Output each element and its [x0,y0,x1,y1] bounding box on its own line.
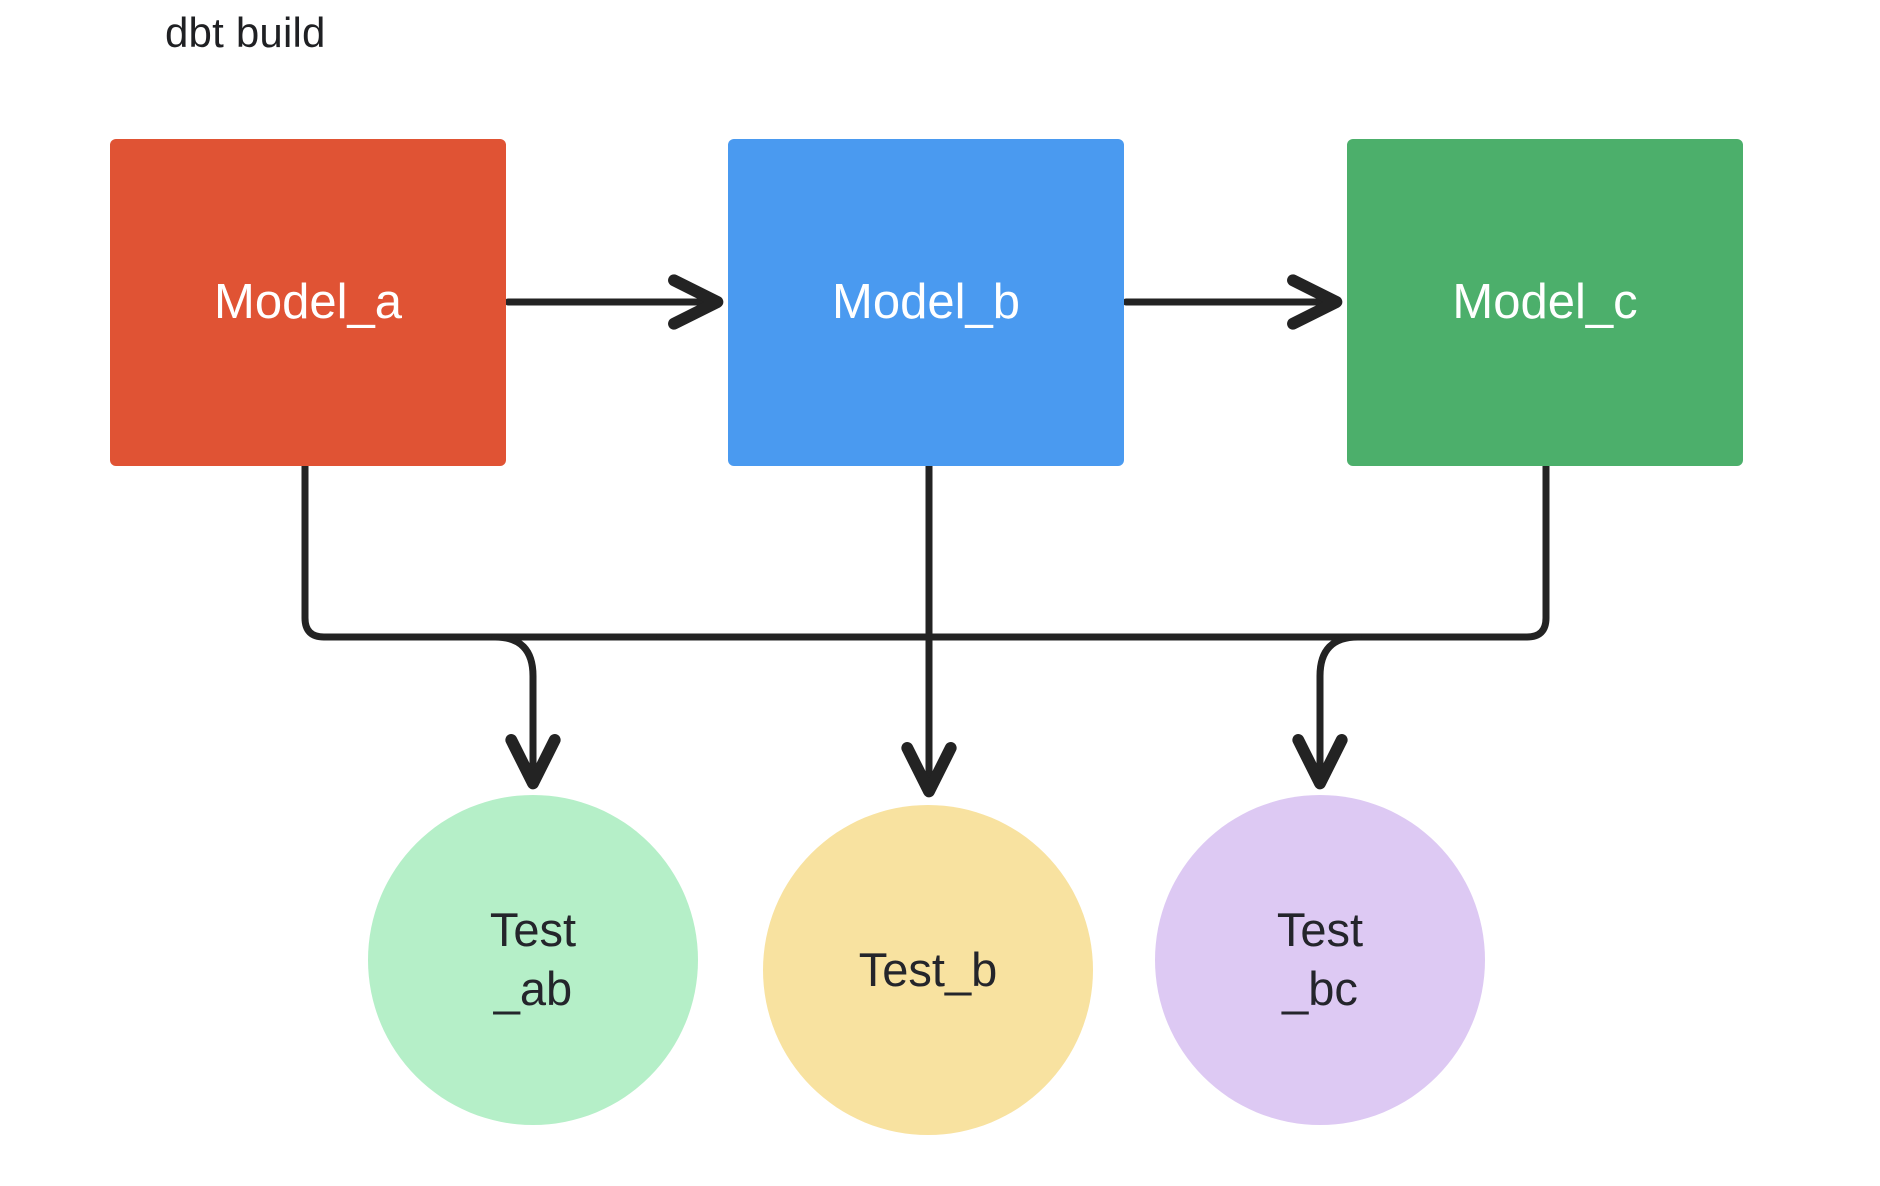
node-model-b-label: Model_b [832,274,1020,329]
node-model-c-label: Model_c [1452,274,1638,329]
node-test-b[interactable]: Test_b [763,805,1093,1135]
node-test-b-label: Test_b [858,942,998,996]
page-title: dbt build [165,9,326,56]
node-test-bc-label: Test _bc [1276,903,1364,1015]
node-test-ab-label: Test _ab [489,903,577,1015]
node-test-ab[interactable]: Test _ab [368,795,698,1125]
edge-bus-to-test-bc [1292,633,1362,790]
node-test-bc[interactable]: Test _bc [1155,795,1485,1125]
node-model-a[interactable]: Model_a [110,139,506,466]
node-model-b[interactable]: Model_b [728,139,1124,466]
edge-model-a-to-bus [301,462,1204,641]
edge-bus-to-test-ab [491,633,561,790]
edge-model-c-to-bus [656,462,1550,641]
node-model-a-label: Model_a [214,274,402,329]
node-model-c[interactable]: Model_c [1347,139,1743,466]
